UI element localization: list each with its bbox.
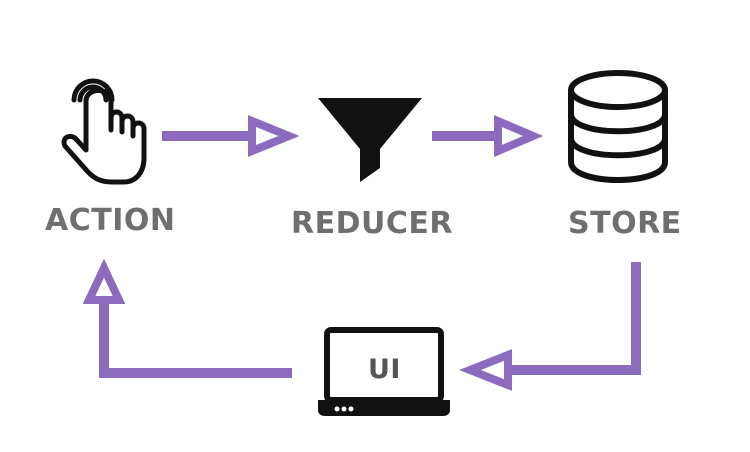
action-label: ACTION	[45, 203, 176, 238]
database-icon	[568, 70, 668, 183]
ui-label: UI	[368, 354, 401, 385]
arrow-ui-to-action	[82, 258, 292, 378]
arrow-action-to-reducer	[162, 115, 300, 157]
tap-hand-icon	[61, 78, 147, 185]
reducer-label: REDUCER	[291, 206, 453, 241]
laptop-icon	[318, 327, 450, 416]
funnel-icon	[318, 98, 422, 182]
arrow-reducer-to-store	[432, 114, 544, 158]
store-label: STORE	[568, 206, 682, 241]
arrow-store-to-ui	[459, 262, 641, 391]
